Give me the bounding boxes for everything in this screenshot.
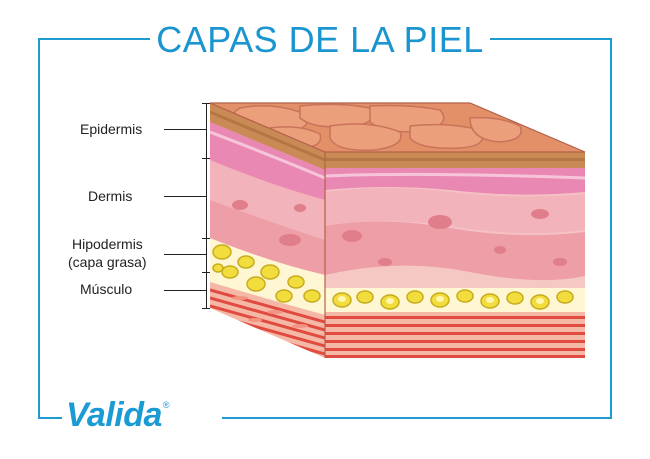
label-dermis: Dermis (88, 188, 133, 204)
frame-right (610, 38, 612, 419)
label-hipodermis-sub: (capa grasa) (68, 254, 147, 270)
bracket-tick-5 (202, 308, 210, 309)
frame-top-left (38, 38, 150, 40)
label-hipodermis: Hipodermis (72, 236, 143, 252)
frame-bottom-left (38, 417, 62, 419)
brand-logo: Valida ® (66, 398, 170, 432)
label-epidermis: Epidermis (80, 121, 143, 137)
label-musculo: Músculo (80, 281, 133, 297)
bracket-tick-3 (202, 238, 210, 239)
brand-name: Valida (66, 396, 162, 434)
brand-registered-mark: ® (162, 400, 170, 410)
side-face (325, 152, 585, 358)
bracket-tick-2 (202, 158, 210, 159)
frame-top-right (490, 38, 612, 40)
musculo-leader (164, 290, 206, 291)
front-face (210, 103, 325, 358)
frame-left (38, 38, 40, 419)
epidermis-leader (164, 129, 206, 130)
dermis-leader (164, 196, 206, 197)
epidermis-top-face (210, 103, 585, 152)
hipodermis-leader (164, 254, 206, 255)
frame-bottom-right (222, 417, 612, 419)
cube-edges (209, 102, 586, 358)
label-bracket (206, 103, 207, 308)
bracket-tick-1 (202, 103, 210, 104)
bracket-tick-4 (202, 272, 210, 273)
page-title: CAPAS DE LA PIEL (150, 18, 490, 62)
